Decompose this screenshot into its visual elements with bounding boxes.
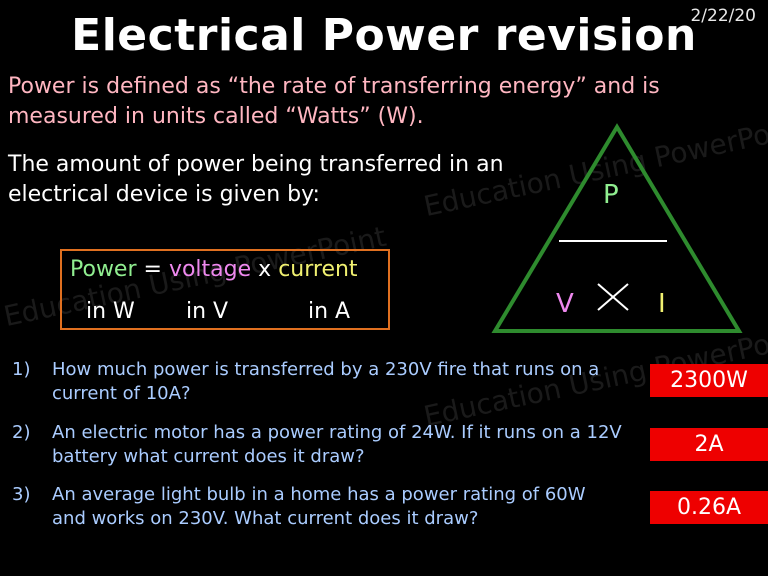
unit-current: in A	[308, 299, 351, 324]
unit-power: in W	[86, 299, 135, 324]
formula-power: Power	[70, 257, 137, 282]
formula-times: x	[258, 257, 272, 282]
question-text: An average light bulb in a home has a po…	[52, 484, 586, 529]
power-amount-paragraph: The amount of power being transferred in…	[8, 152, 504, 207]
formula-voltage: voltage	[168, 257, 252, 282]
question-number: 2)	[12, 422, 31, 443]
slide-title: Electrical Power revision	[71, 10, 697, 61]
question-text: An electric motor has a power rating of …	[52, 422, 622, 467]
answer-box[interactable]: 2300W	[650, 364, 768, 397]
question-item: 2) An electric motor has a power rating …	[12, 421, 622, 471]
question-number: 3)	[12, 484, 31, 505]
answer-box[interactable]: 0.26A	[650, 491, 768, 524]
multiply-cross-line	[597, 283, 629, 311]
power-formula: Power = voltage x current	[70, 257, 358, 282]
answer-box[interactable]: 2A	[650, 428, 768, 461]
slide-date: 2/22/20	[690, 6, 756, 26]
triangle-label-voltage: V	[556, 289, 574, 319]
question-item: 1) How much power is transferred by a 23…	[12, 358, 622, 408]
question-text: How much power is transferred by a 230V …	[52, 359, 600, 404]
formula-box: Power = voltage x current in W in V in A	[60, 249, 390, 330]
question-item: 3) An average light bulb in a home has a…	[12, 483, 622, 533]
question-number: 1)	[12, 359, 31, 380]
formula-triangle	[491, 123, 743, 333]
triangle-outline	[491, 123, 743, 333]
triangle-label-current: I	[658, 289, 666, 319]
formula-current: current	[278, 257, 358, 282]
intro-paragraph: Power is defined as “the rate of transfe…	[8, 74, 660, 129]
unit-voltage: in V	[186, 299, 229, 324]
triangle-label-power: P	[603, 180, 619, 210]
formula-equals: =	[143, 257, 162, 282]
